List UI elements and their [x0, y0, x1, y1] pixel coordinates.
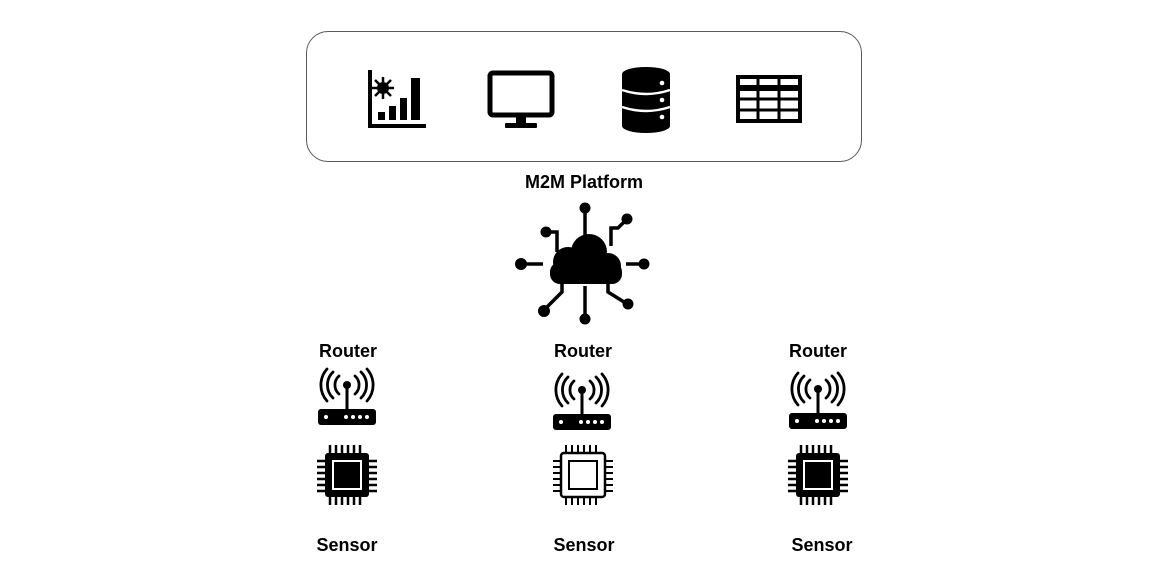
- sensor-label-3: Sensor: [791, 535, 853, 555]
- router-icon-1: [318, 367, 376, 425]
- table-grid-icon: [736, 75, 802, 123]
- database-icon: [621, 67, 671, 133]
- cloud-network-icon: [515, 202, 650, 325]
- sensor-chip-icon-3: [788, 445, 848, 505]
- sensor-label-1: Sensor: [316, 535, 378, 555]
- sensor-label-2: Sensor: [553, 535, 615, 555]
- router-icon-3: [789, 371, 847, 429]
- monitor-icon: [487, 70, 555, 128]
- sensor-chip-icon-2: [553, 445, 613, 505]
- m2m-platform-label: M2M Platform: [524, 172, 643, 192]
- sensor-chip-icon-1: [317, 445, 377, 505]
- router-label-2: Router: [554, 341, 612, 361]
- m2m-platform-box: [306, 31, 862, 162]
- router-label-1: Router: [319, 341, 377, 361]
- router-icon-2: [553, 372, 611, 430]
- router-label-3: Router: [789, 341, 847, 361]
- analytics-chart-icon: [368, 70, 426, 128]
